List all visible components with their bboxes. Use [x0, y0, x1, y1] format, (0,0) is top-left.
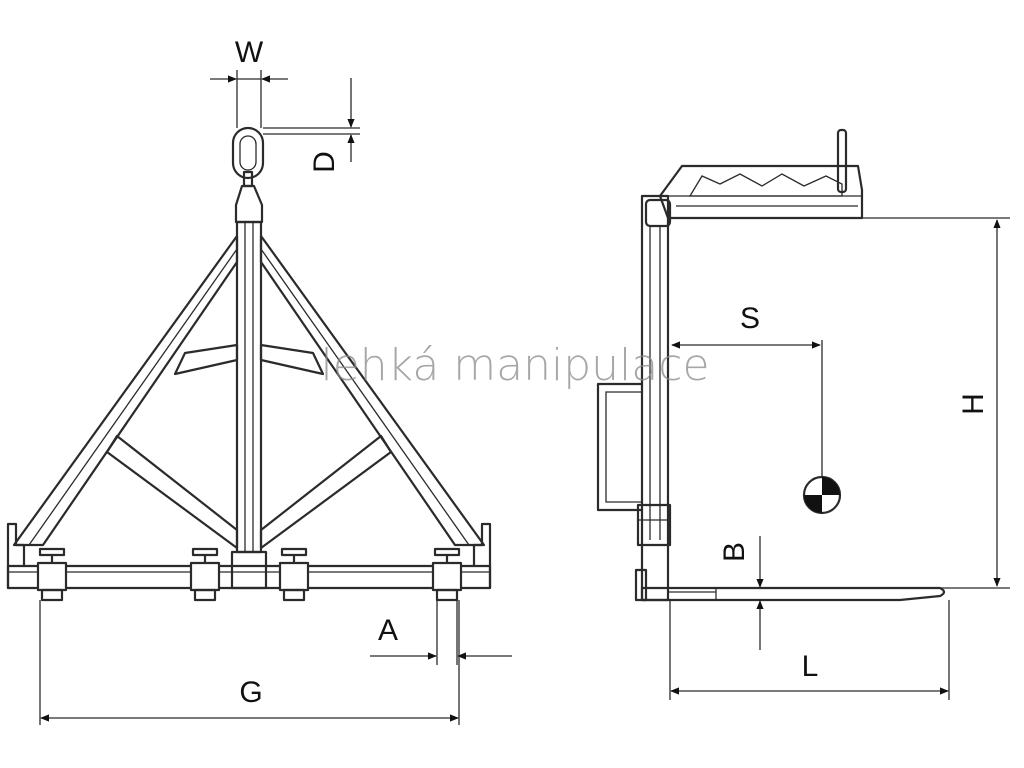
label-s: S [740, 302, 760, 335]
side-view: S H B L [596, 128, 1010, 700]
label-b: B [718, 542, 751, 562]
fork [640, 586, 946, 602]
handle [596, 382, 644, 512]
label-d: D [308, 151, 341, 173]
dimension-g: G [39, 600, 460, 725]
dimension-l: L [669, 600, 950, 700]
vertical-frame [640, 194, 670, 602]
label-w: W [235, 36, 264, 69]
left-leg [12, 234, 239, 547]
base-frame [6, 564, 492, 590]
dimension-h: H [862, 217, 1010, 589]
central-mast [235, 220, 263, 554]
lifting-ring [231, 126, 265, 180]
dimension-w: W [210, 36, 288, 128]
label-l: L [802, 650, 819, 683]
dimension-b: B [718, 536, 764, 650]
dimension-a: A [370, 600, 512, 665]
right-leg [259, 234, 486, 547]
watermark: lehká manipulace [320, 340, 709, 391]
dimension-d: D [263, 78, 360, 173]
clamp-screws [36, 547, 463, 602]
label-a: A [378, 614, 398, 647]
front-view: W D A G [6, 36, 512, 725]
label-g: G [239, 676, 262, 709]
label-h: H [957, 393, 990, 415]
center-of-gravity-icon [802, 475, 842, 515]
dimension-s: S [671, 302, 821, 349]
